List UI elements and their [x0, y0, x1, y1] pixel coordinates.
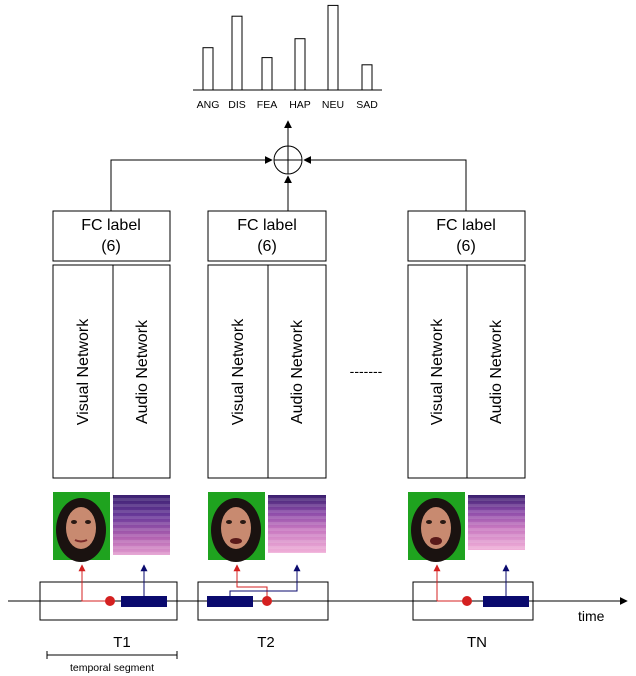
face-image-t1 [53, 492, 110, 562]
video-arrow-t1 [78, 564, 110, 602]
video-frame-marker-tn [462, 596, 472, 606]
ellipsis-separator: ------- [350, 363, 383, 379]
column-t1: FC label (6) Visual Network Audio Networ… [52, 210, 171, 479]
spectrogram-image-t1 [113, 495, 170, 555]
fc-label-count-tn: (6) [456, 238, 476, 255]
bar-ang [202, 47, 214, 91]
bar-dis [231, 15, 243, 91]
fc-label-count-t2: (6) [257, 238, 277, 255]
fc-label-title-t1: FC label [81, 217, 141, 234]
bar-neu [327, 4, 339, 91]
video-arrow-t2 [233, 564, 268, 601]
bar-fea [261, 57, 273, 91]
segment-box-t2 [197, 581, 329, 621]
fc-label-title-t2: FC label [237, 217, 297, 234]
audio-arrow-t2 [229, 564, 301, 596]
bar-label-hap: HAP [289, 99, 311, 111]
bar-label-neu: NEU [322, 99, 344, 111]
segment-label-t1: T1 [113, 634, 131, 651]
bar-hap [294, 38, 306, 91]
network-box-t1 [52, 264, 171, 479]
emotion-bar-chart: ANG DIS FEA HAP NEU SAD [193, 4, 382, 111]
bar-label-ang: ANG [197, 99, 220, 111]
audio-window-t1 [121, 596, 167, 607]
segment-label-tn: TN [467, 634, 487, 651]
time-axis-label: time [578, 608, 605, 624]
segment-box-tn [412, 581, 534, 621]
segment-box-t1 [39, 581, 178, 621]
column-tn: FC label (6) Visual Network Audio Networ… [407, 210, 526, 479]
fc-label-count-t1: (6) [101, 238, 121, 255]
segment-t1 [39, 564, 178, 621]
face-image-tn [408, 492, 465, 562]
segment-t2 [197, 564, 329, 621]
fc-label-box-tn [407, 210, 526, 262]
fusion-sum-icon [273, 145, 303, 175]
bar-label-sad: SAD [356, 99, 378, 111]
segment-tn [412, 564, 534, 621]
segment-label-t2: T2 [257, 634, 275, 651]
visual-network-label-t2: Visual Network [230, 318, 247, 425]
audio-network-label-t2: Audio Network [289, 319, 306, 424]
arrow-tn-to-fusion [303, 156, 467, 211]
audio-network-label-t1: Audio Network [134, 319, 151, 424]
audio-network-label-tn: Audio Network [488, 319, 505, 424]
fc-label-title-tn: FC label [436, 217, 496, 234]
spectrogram-image-tn [468, 495, 525, 550]
fc-label-box-t1 [52, 210, 171, 262]
audio-window-tn [483, 596, 529, 607]
network-box-t2 [207, 264, 327, 479]
spectrogram-image-t2 [268, 495, 326, 553]
bar-label-fea: FEA [257, 99, 277, 111]
visual-network-label-tn: Visual Network [429, 318, 446, 425]
temporal-segment-bracket [46, 651, 178, 659]
bar-label-dis: DIS [228, 99, 246, 111]
bar-sad [361, 64, 373, 91]
fc-label-box-t2 [207, 210, 327, 262]
face-image-t2 [208, 492, 265, 562]
audio-window-t2 [207, 596, 253, 607]
temporal-segment-label: temporal segment [70, 662, 154, 674]
arrow-t1-to-fusion [110, 156, 273, 211]
visual-network-label-t1: Visual Network [75, 318, 92, 425]
column-t2: FC label (6) Visual Network Audio Networ… [207, 210, 327, 479]
